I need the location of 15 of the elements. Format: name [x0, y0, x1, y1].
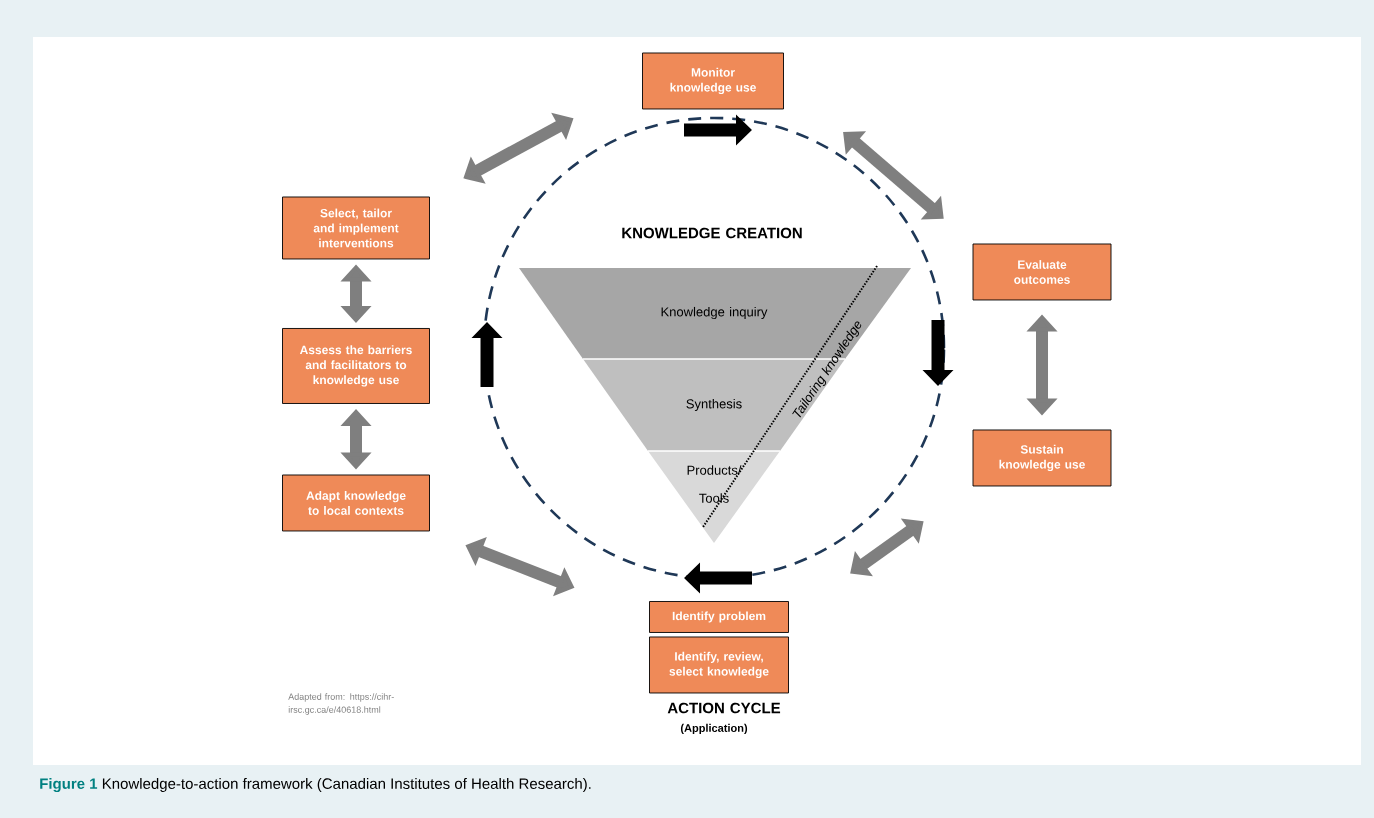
process-box: Select, tailor and implement interventions	[282, 196, 430, 260]
process-box: Evaluate outcomes	[972, 243, 1112, 301]
double-arrow	[843, 131, 944, 220]
process-box: Sustain knowledge use	[972, 429, 1112, 487]
heading: KNOWLEDGE CREATION	[622, 227, 802, 239]
process-box: Identify, review, select knowledge	[649, 636, 789, 694]
process-box: Adapt knowledge to local contexts	[282, 474, 430, 532]
double-arrow	[850, 518, 924, 577]
subheading: (Application)	[680, 723, 748, 735]
funnel-band: Products/ Tools	[648, 451, 780, 543]
caption: Figure 1 Knowledge-to-action framework (Canadian Institutes of Health Research).	[40, 777, 591, 792]
source-note: Adapted from: https://cihr-irsc.gc.ca/e/40618.html	[288, 693, 394, 715]
process-box: Identify problem	[649, 601, 789, 633]
process-box: Monitor knowledge use	[642, 52, 784, 110]
process-box: Assess the barriers and facilitators to knowledge use	[282, 328, 430, 404]
